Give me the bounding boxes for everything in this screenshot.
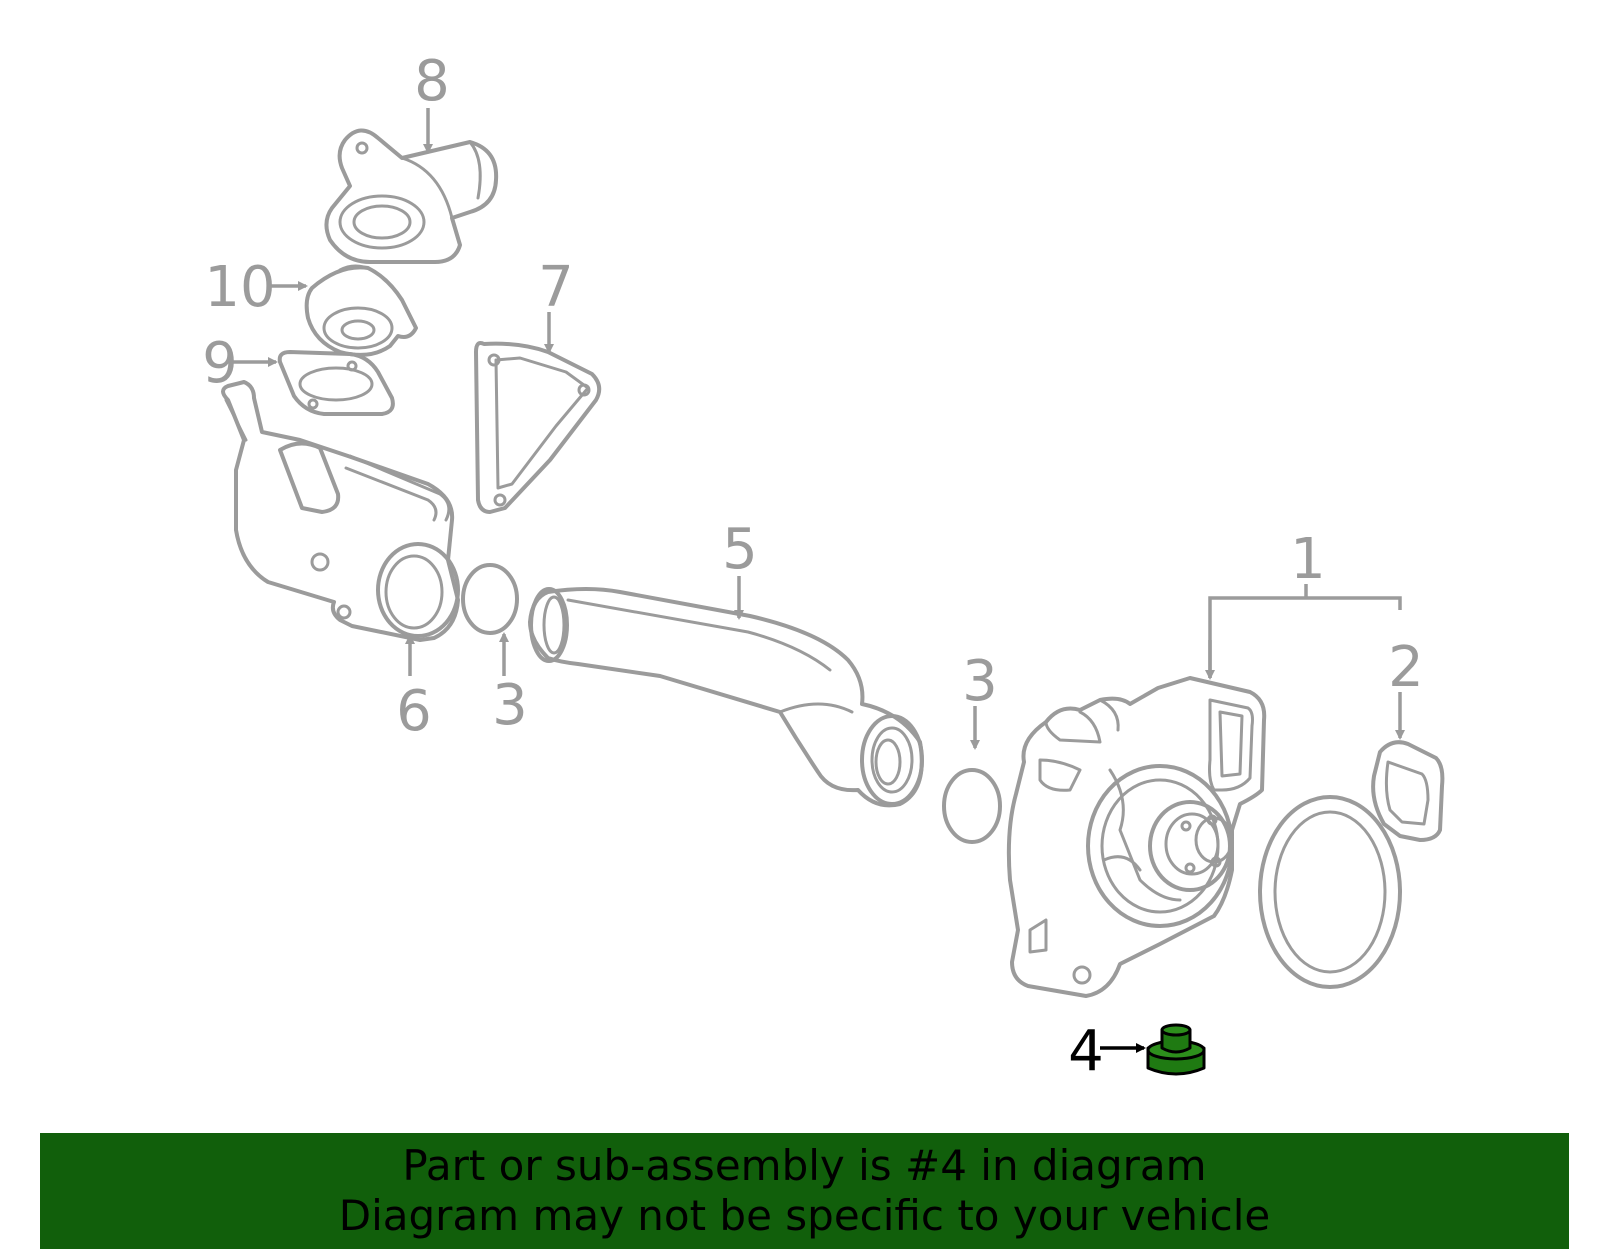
part-8-thermostat-housing[interactable] [324, 128, 499, 264]
part-3-o-ring-right[interactable] [942, 768, 1002, 844]
banner-line-1: Part or sub-assembly is #4 in diagram [402, 1141, 1207, 1190]
callout-7: 7 [538, 255, 574, 320]
callout-3-right: 3 [962, 649, 998, 714]
banner-line-2: Diagram may not be specific to your vehi… [338, 1191, 1271, 1240]
part-10-thermostat[interactable] [304, 264, 418, 357]
info-banner: Part or sub-assembly is #4 in diagram Di… [40, 1133, 1569, 1249]
part-2-pump-gasket[interactable] [1258, 740, 1445, 989]
callout-9: 9 [202, 331, 238, 396]
leader-lines [232, 108, 1405, 1053]
callout-4: 4 [1068, 1019, 1104, 1084]
part-9-gasket[interactable] [277, 350, 395, 416]
callout-3-left: 3 [492, 673, 528, 738]
callout-2: 2 [1388, 635, 1424, 700]
part-7-gasket[interactable] [474, 341, 602, 514]
callout-8: 8 [414, 49, 450, 114]
part-1-water-pump[interactable] [1006, 676, 1267, 998]
callout-10: 10 [204, 255, 275, 320]
callout-5: 5 [722, 517, 758, 582]
part-4-cap-highlighted[interactable] [1146, 1023, 1206, 1076]
callout-6: 6 [396, 679, 432, 744]
part-5-coolant-pipe[interactable] [528, 587, 924, 808]
callout-1: 1 [1290, 527, 1326, 592]
part-3-o-ring-left[interactable] [461, 563, 519, 635]
part-6-water-outlet[interactable] [221, 380, 460, 642]
